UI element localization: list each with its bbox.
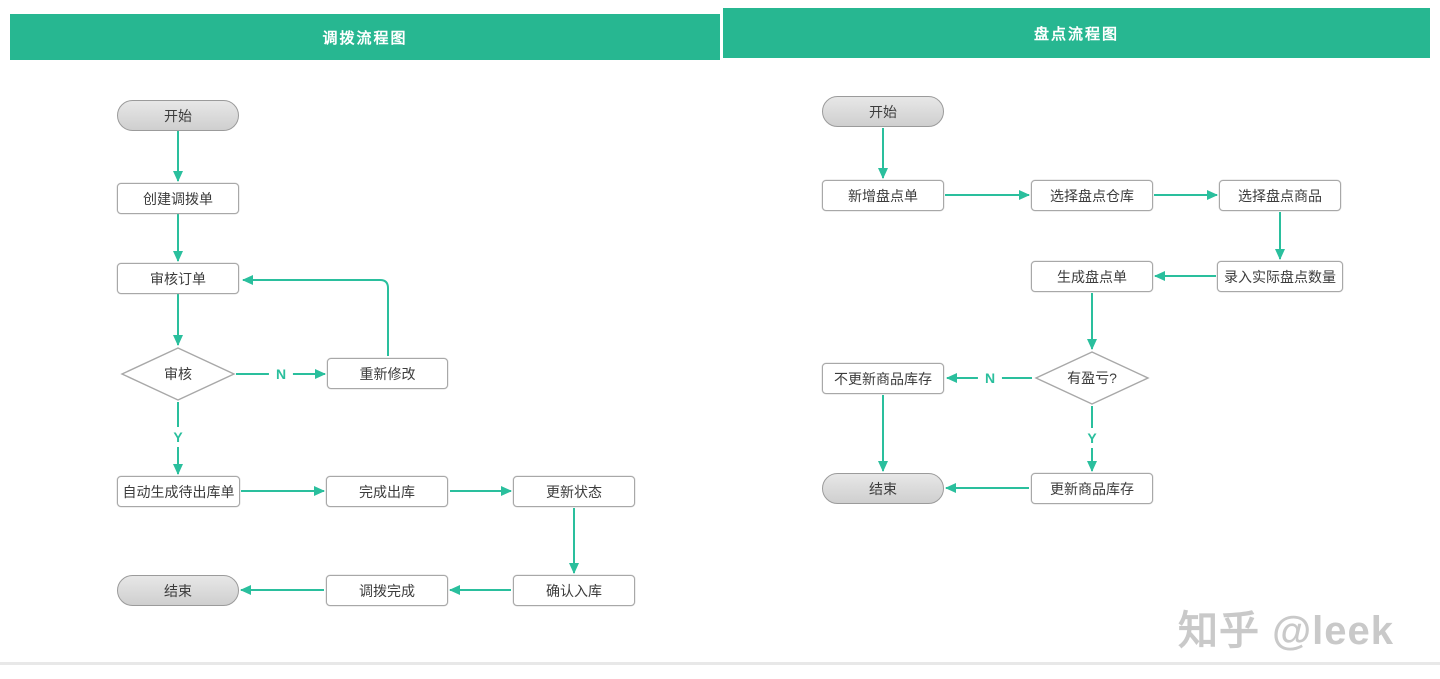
node-no-update-stock: 不更新商品库存: [822, 363, 944, 394]
node-transfer-end: 结束: [117, 575, 239, 606]
node-create-transfer-order: 创建调拨单: [117, 183, 239, 214]
node-review-decision-label: 审核: [164, 366, 192, 382]
node-profit-loss-decision: 有盈亏?: [1034, 351, 1150, 405]
node-review-decision: 审核: [120, 347, 236, 401]
zhihu-watermark: 知乎 @leek: [1178, 609, 1394, 653]
node-generate-count-order: 生成盘点单: [1031, 261, 1153, 292]
right-chart-header: 盘点流程图: [723, 8, 1430, 58]
node-count-start: 开始: [822, 96, 944, 127]
node-review-order: 审核订单: [117, 263, 239, 294]
node-update-status: 更新状态: [513, 476, 635, 507]
node-remodify: 重新修改: [327, 358, 448, 389]
diamond-shape: [1034, 351, 1150, 405]
edge-remodify-to-review-order: [242, 275, 389, 356]
edge-label-transfer-yes: Y: [166, 427, 190, 447]
node-count-end: 结束: [822, 473, 944, 504]
left-chart-title: 调拨流程图: [322, 29, 408, 47]
edge-label-count-no: N: [977, 368, 1003, 388]
node-confirm-inbound: 确认入库: [513, 575, 635, 606]
node-transfer-complete: 调拨完成: [326, 575, 448, 606]
right-chart-title: 盘点流程图: [1033, 25, 1119, 43]
edge-label-transfer-no: N: [268, 364, 294, 384]
node-update-stock: 更新商品库存: [1031, 473, 1153, 504]
left-chart-header: 调拨流程图: [10, 14, 720, 60]
bottom-divider: [0, 662, 1440, 665]
node-select-goods: 选择盘点商品: [1219, 180, 1341, 211]
node-auto-generate-outbound: 自动生成待出库单: [117, 476, 240, 507]
right-chart-edges: [878, 128, 1285, 493]
node-new-count-order: 新增盘点单: [822, 180, 944, 211]
node-enter-actual-qty: 录入实际盘点数量: [1217, 261, 1343, 292]
diamond-shape: [120, 347, 236, 401]
node-select-warehouse: 选择盘点仓库: [1031, 180, 1153, 211]
edge-label-count-yes: Y: [1080, 428, 1104, 448]
node-profit-loss-label: 有盈亏?: [1067, 370, 1117, 386]
node-transfer-start: 开始: [117, 100, 239, 131]
node-complete-outbound: 完成出库: [326, 476, 448, 507]
